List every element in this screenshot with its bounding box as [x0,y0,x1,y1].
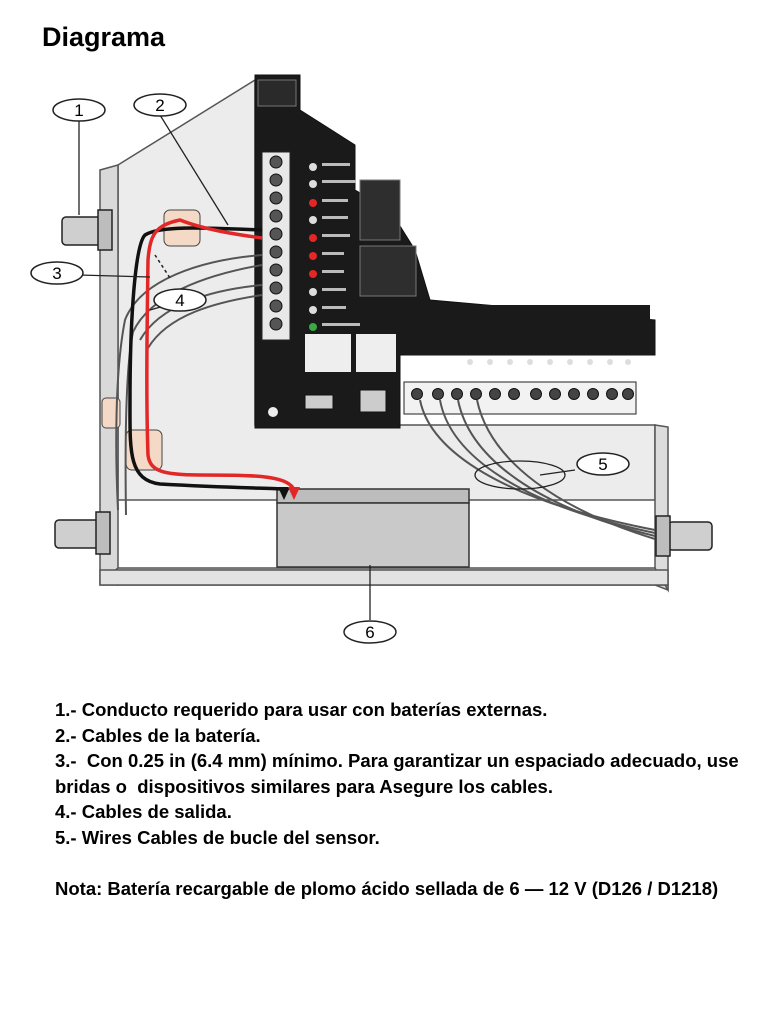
sensor-terminal-screws [411,388,634,400]
enclosure-bottom-lip [99,569,669,586]
battery-terminal-black [278,487,290,500]
panel-label-blocks [257,79,417,372]
note-item-5: 5.- Wires Cables de bucle del sensor. [55,826,380,848]
callout-6-number: 6 [365,623,374,642]
sensor-cable-highlight [474,460,566,490]
callout-3-number: 3 [52,264,61,283]
battery-terminal-red [288,487,300,500]
callout-4: 4 [153,288,207,312]
points-header-area [405,305,650,355]
rj45-connector [359,389,387,413]
points-header-dots [467,359,631,365]
wiring-diagram: 1 2 3 4 5 6 [30,74,713,644]
conduit-fitting-upper-left [61,209,113,251]
callout-5: 5 [576,452,630,476]
note-item-3: 3.- Con 0.25 in (6.4 mm) mínimo. Para ga… [55,750,744,797]
battery-note: Nota: Batería recargable de plomo ácido … [55,878,719,899]
callout-2-number: 2 [155,96,164,115]
battery-top [276,488,470,504]
note-item-2: 2.- Cables de la batería. [55,724,261,746]
sensor-loop-cables [419,399,656,540]
notes-list: 1.- Conducto requerido para usar con bat… [55,697,755,902]
note-item-4: 4.- Cables de salida. [55,801,232,822]
callout-1: 1 [52,98,106,122]
conduit-fitting-lower-left [54,511,111,555]
callout-5-number: 5 [598,455,607,474]
callout-4-number: 4 [175,291,184,310]
conduit-fitting-right [655,515,713,557]
enclosure-right-wall [654,424,669,592]
callout-3: 3 [30,261,84,285]
panel-indicator-dots [309,163,317,331]
panel-terminal-screws [269,155,283,331]
board-mount-hole [268,407,278,417]
callout-6: 6 [343,620,397,644]
battery-cable-red [145,218,295,490]
note-item-1: 1.- Conducto requerido para usar con bat… [55,699,548,720]
battery-cable-black [128,226,284,491]
usb-connector [304,394,334,410]
callout-2: 2 [133,93,187,117]
page-title: Diagrama [42,22,166,52]
callout-3-dashed-guide [154,254,171,279]
callout-1-number: 1 [74,101,83,120]
battery-body [276,502,470,568]
control-panel-board [254,74,656,429]
